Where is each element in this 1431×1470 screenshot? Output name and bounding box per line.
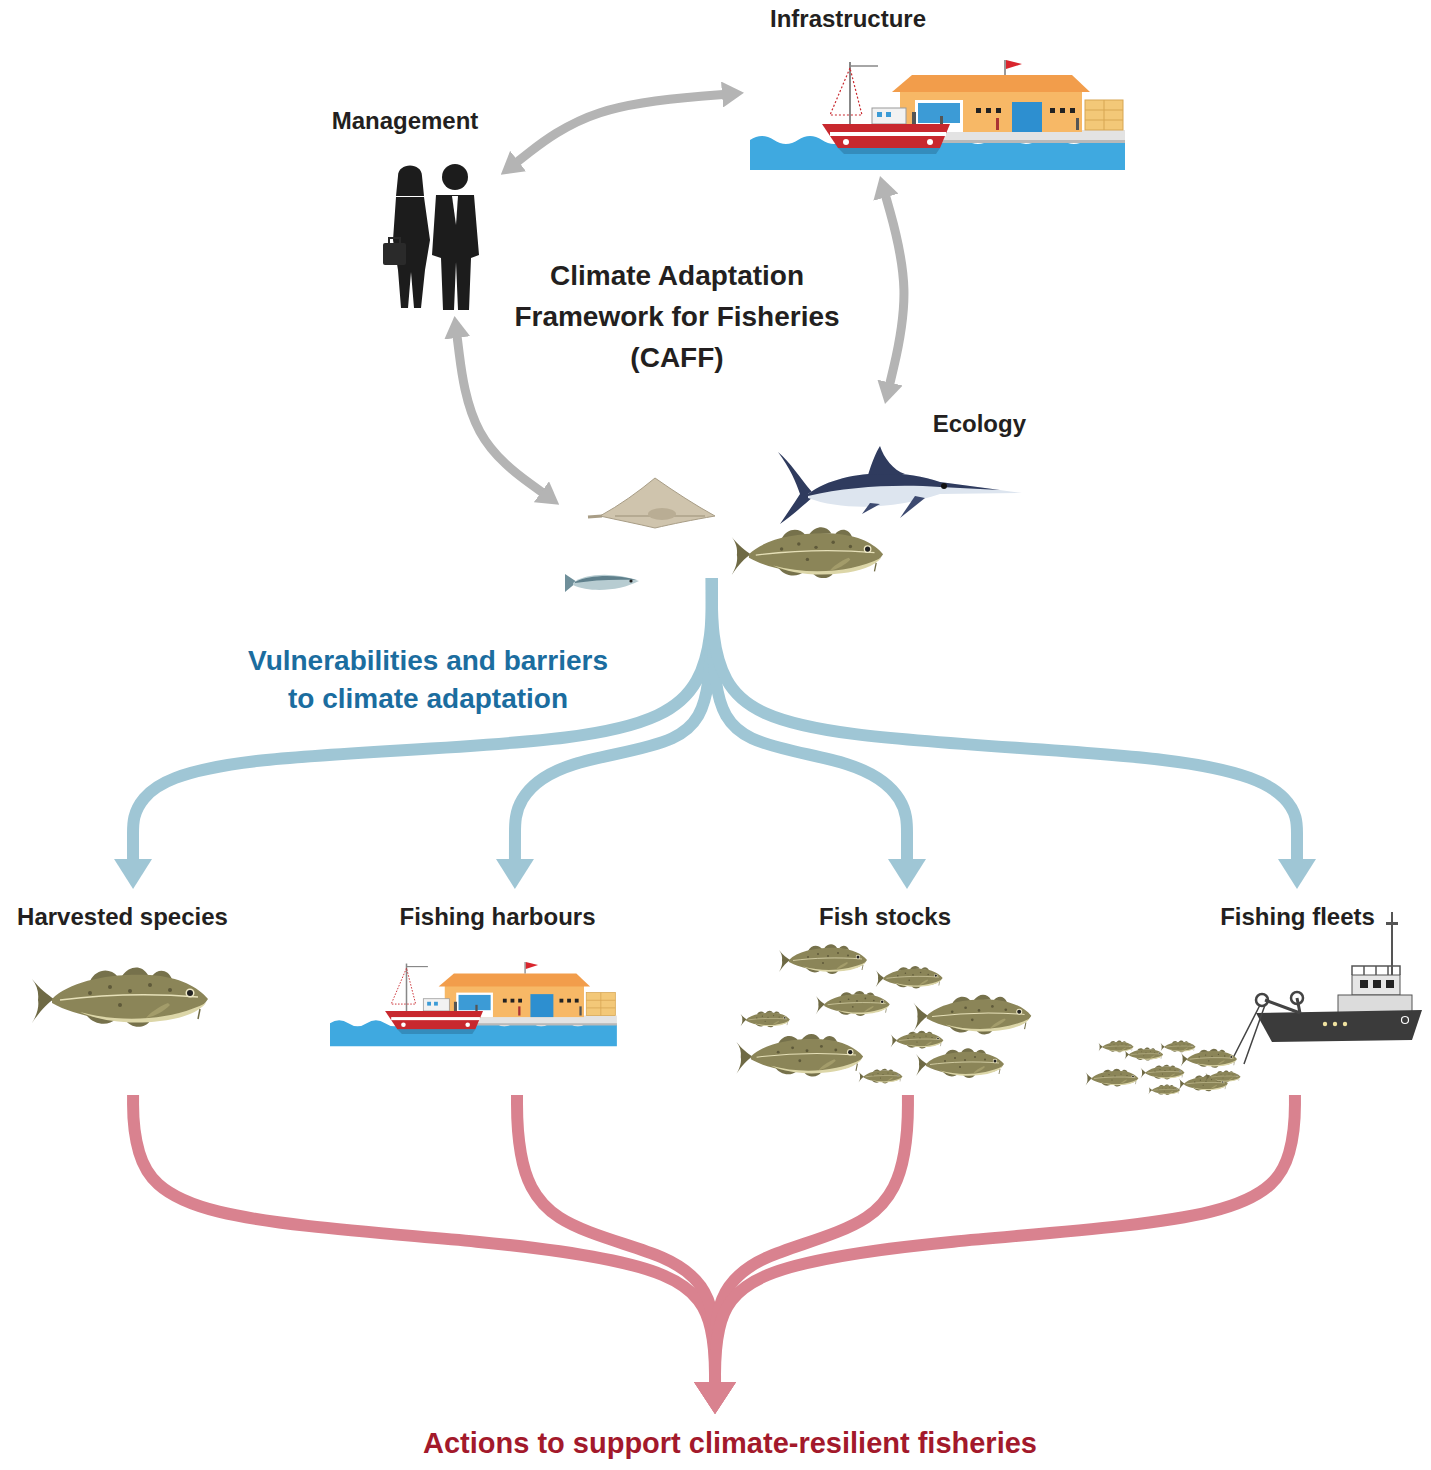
- outcome-box: Actions to support climate-resilient fis…: [380, 1415, 1080, 1467]
- fish-school: [1181, 1049, 1237, 1068]
- fish-school: [1124, 1048, 1163, 1061]
- illustrated-node: Management: [310, 100, 500, 315]
- fish-school: [913, 995, 1031, 1035]
- node-label: Fish stocks: [730, 902, 1040, 931]
- trawler: [1256, 1010, 1422, 1042]
- trawler: [1291, 992, 1303, 1004]
- fish-school: [859, 1069, 903, 1084]
- harbour-picture: [330, 962, 617, 1046]
- illustrated-node: Fish stocks: [730, 890, 1040, 1095]
- node-label: Harvested species: [5, 902, 240, 931]
- trawler: [1343, 1022, 1347, 1026]
- skate: [600, 478, 715, 528]
- herring: [629, 579, 632, 582]
- diagram-title: Climate Adaptation Framework for Fisheri…: [482, 255, 872, 378]
- merge-arrow: [715, 1095, 908, 1383]
- illustrated-node: Harvested species: [5, 890, 240, 1095]
- trawler: [1373, 980, 1381, 988]
- cod-fish: [732, 527, 883, 578]
- fish-school: [891, 1031, 944, 1049]
- business-people: [432, 195, 479, 310]
- illustration: [32, 60, 1422, 1095]
- swordfish: [868, 446, 905, 475]
- illustrated-node: Fishing harbours: [345, 890, 650, 1095]
- business-people: [452, 196, 458, 225]
- node-label: Infrastructure: [770, 4, 1130, 33]
- node-label: Fishing fleets: [1170, 902, 1425, 931]
- swordfish: [941, 483, 947, 489]
- node-label: Fishing harbours: [345, 902, 650, 931]
- swordfish: [862, 503, 880, 514]
- cod-fish: [32, 968, 208, 1027]
- trawler: [1352, 966, 1400, 975]
- infrastructure-picture: [750, 60, 1125, 170]
- skate: [648, 508, 676, 520]
- fish-school: [916, 1048, 1004, 1078]
- merge-arrow: [715, 1095, 1295, 1383]
- trawler: [1256, 994, 1268, 1006]
- two-way-arrow: [517, 94, 723, 161]
- fish-school: [1160, 1041, 1195, 1053]
- trawler: [1232, 912, 1422, 1064]
- annotation-label: Vulnerabilities and barriers to climate …: [238, 642, 618, 718]
- branch-arrow: [712, 578, 907, 860]
- fish-school: [779, 944, 867, 974]
- fish-school: [876, 966, 943, 988]
- skate: [588, 516, 602, 517]
- swordfish: [778, 446, 1022, 524]
- branch-arrow: [712, 578, 1297, 860]
- trawler: [1402, 1017, 1409, 1024]
- illustrated-node: Ecology: [560, 405, 1030, 578]
- fish-school: [1148, 1084, 1180, 1095]
- business-people: [389, 238, 400, 243]
- illustrated-node: Infrastructure: [745, 0, 1130, 175]
- swordfish: [778, 452, 814, 524]
- fish-school: [741, 1011, 790, 1028]
- two-way-arrow: [886, 196, 904, 383]
- trawler: [1338, 995, 1412, 1013]
- business-people: [383, 164, 479, 310]
- swordfish: [808, 473, 1000, 496]
- herring: [565, 574, 639, 592]
- label-holder: Vulnerabilities and barriers to climate …: [238, 642, 618, 718]
- illustrated-node: Fishing fleets: [1170, 890, 1425, 1095]
- trawler: [1323, 1022, 1327, 1026]
- business-people: [383, 243, 406, 265]
- trawler: [1352, 975, 1400, 995]
- trawler: [1265, 998, 1300, 1013]
- branch-arrow: [133, 578, 712, 860]
- fish-school: [736, 1034, 863, 1077]
- node-label: Actions to support climate-resilient fis…: [380, 1426, 1080, 1461]
- herring: [575, 576, 637, 583]
- merge-arrow: [133, 1095, 715, 1383]
- trawler: [1386, 922, 1398, 925]
- title-holder: Climate Adaptation Framework for Fisheri…: [482, 255, 872, 378]
- trawler: [1360, 980, 1368, 988]
- fish-school: [1098, 1041, 1133, 1053]
- fish-school: [1086, 1041, 1241, 1096]
- merge-arrow: [517, 1095, 715, 1383]
- fish-school: [1205, 1071, 1240, 1083]
- fish-school: [1141, 1065, 1185, 1080]
- trawler: [1386, 980, 1394, 988]
- herring: [573, 575, 639, 590]
- connectors: [133, 94, 1297, 1383]
- node-label: Ecology: [560, 409, 1026, 438]
- business-people: [442, 164, 468, 190]
- trawler: [1333, 1022, 1337, 1026]
- business-people: [396, 166, 424, 197]
- trawler: [1232, 1005, 1265, 1064]
- skate: [588, 478, 715, 528]
- two-way-arrow: [457, 337, 542, 493]
- node-label: Management: [310, 106, 500, 135]
- swordfish: [900, 496, 925, 518]
- fish-school: [816, 991, 890, 1016]
- fish-school: [1086, 1069, 1139, 1087]
- branch-arrow: [515, 578, 712, 860]
- fish-school: [736, 944, 1031, 1083]
